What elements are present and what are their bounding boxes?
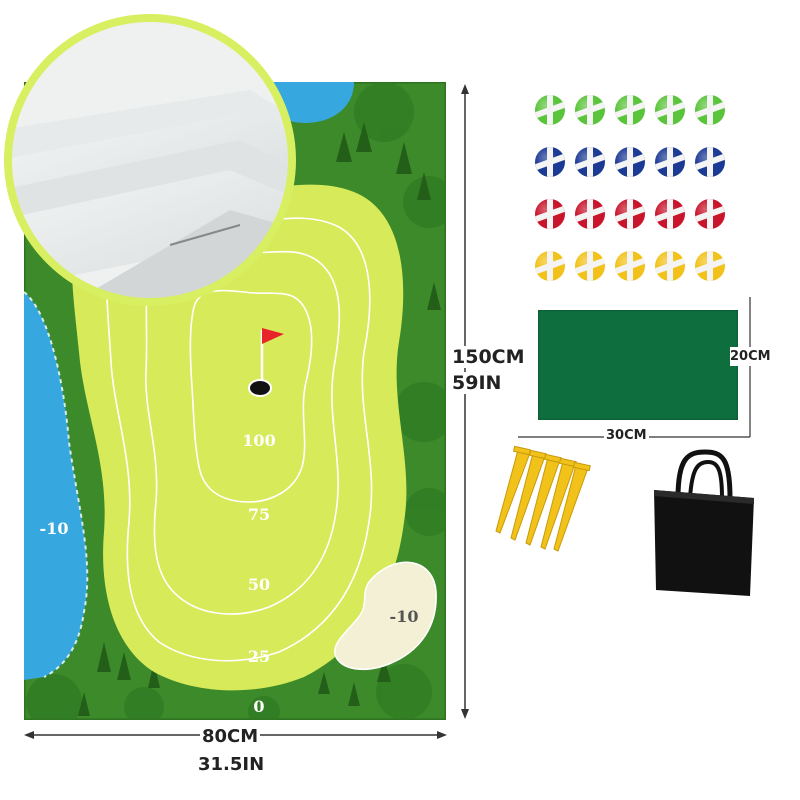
tee-width-label: 30CM (604, 428, 649, 443)
blue-ball (615, 147, 645, 177)
red-ball (695, 199, 725, 229)
green-ball (575, 95, 605, 125)
tee-height-label: 20CM (730, 347, 771, 366)
yellow-ball (575, 251, 605, 281)
score-label-25: 25 (248, 647, 270, 666)
red-ball (535, 199, 565, 229)
foam-layers (8, 90, 292, 302)
yellow-ball (695, 251, 725, 281)
blue-ball (575, 147, 605, 177)
score-label-0: 0 (253, 697, 264, 716)
penalty-label-bunker: -10 (390, 607, 419, 626)
ground-stakes (495, 445, 591, 552)
blue-ball (655, 147, 685, 177)
flag-icon (262, 328, 284, 344)
score-label-100: 100 (242, 431, 275, 450)
water-hazard-left (24, 292, 88, 680)
blue-ball (695, 147, 725, 177)
score-label-50: 50 (248, 575, 270, 594)
width-in-label: 31.5IN (198, 754, 265, 775)
sand-bunker (334, 561, 437, 671)
green-ball (615, 95, 645, 125)
golf-hole (248, 379, 272, 397)
tee-mat (538, 310, 738, 420)
carry-bag (654, 449, 754, 596)
blue-ball (535, 147, 565, 177)
red-ball (575, 199, 605, 229)
red-ball (655, 199, 685, 229)
score-label-75: 75 (248, 505, 270, 524)
green-ball (695, 95, 725, 125)
ball-grid (535, 95, 735, 295)
height-cm-label: 150CM (452, 346, 525, 368)
yellow-ball (535, 251, 565, 281)
penalty-label-water: -10 (40, 519, 69, 538)
green-ball (535, 95, 565, 125)
yellow-ball (615, 251, 645, 281)
green-ball (655, 95, 685, 125)
putting-green (71, 184, 407, 691)
red-ball (615, 199, 645, 229)
width-cm-label: 80CM (200, 726, 261, 747)
height-in-label: 59IN (452, 372, 502, 394)
foam-detail-zoom (4, 14, 296, 306)
yellow-ball (655, 251, 685, 281)
